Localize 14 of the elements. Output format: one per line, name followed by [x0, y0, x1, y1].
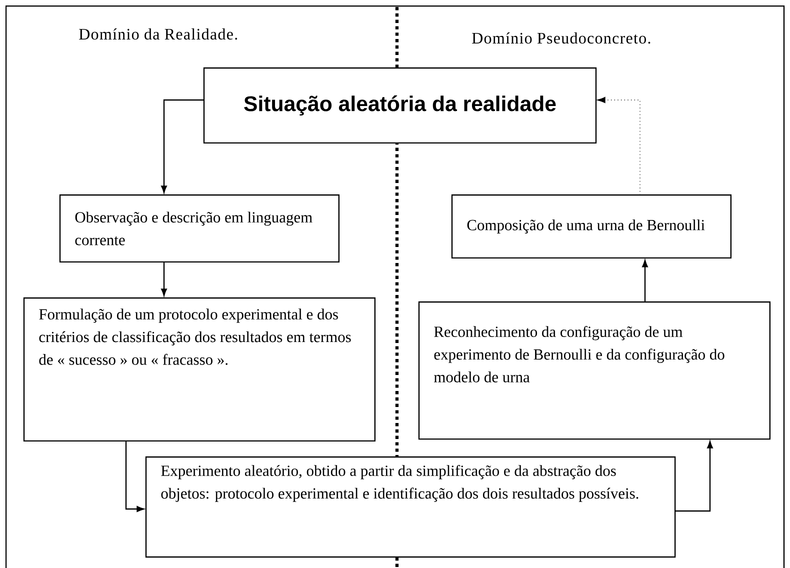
domain-heading: Domínio Pseudoconcreto.: [472, 32, 650, 44]
process-box: Composição de uma urna de Bernoulli: [451, 194, 732, 259]
process-box: Reconhecimento da configuração de um experimento de Bernoulli e da configuração do modelo de urna: [418, 301, 771, 440]
arrow: [642, 260, 648, 302]
arrow: [161, 99, 204, 193]
process-box: Observação e descrição em linguagem corrente: [59, 194, 340, 263]
arrow: [597, 96, 640, 196]
arrow: [675, 441, 713, 512]
arrow: [161, 262, 167, 296]
process-box: Situação aleatória da realidade: [203, 67, 597, 144]
process-box: Experimento aleatório, obtido a partir da simplificação e da abstração dos objetos: protocolo experimental e identificação dos dois resultados possíveis.: [145, 456, 676, 558]
arrow: [125, 440, 144, 512]
domain-heading: Domínio da Realidade.: [79, 28, 238, 40]
process-box: Formulação de um protocolo experimental e dos critérios de classificação dos resultados em termos de « sucesso » ou « fracasso ».: [23, 297, 376, 442]
